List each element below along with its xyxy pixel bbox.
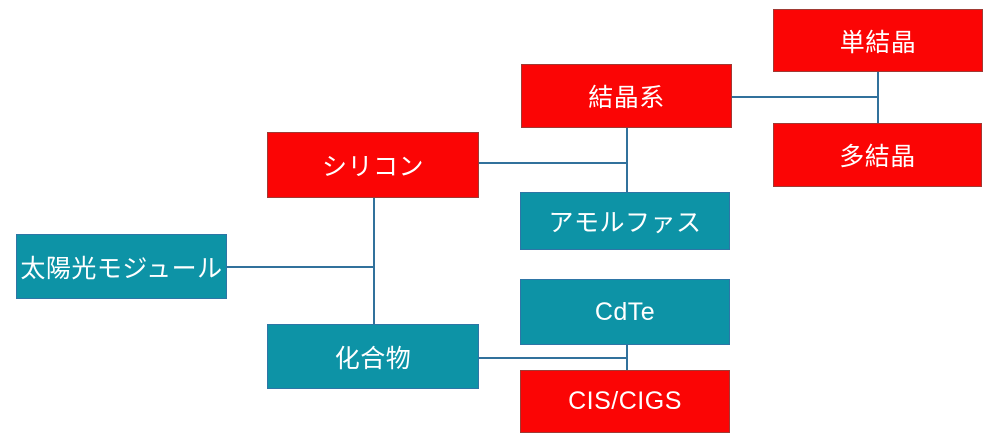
node-cis-cigs-label: CIS/CIGS [568, 387, 682, 415]
node-cdte: CdTe [520, 279, 730, 345]
node-monocrystalline: 単結晶 [773, 9, 983, 72]
node-cdte-label: CdTe [594, 297, 656, 326]
node-solar-module: 太陽光モジュール [16, 234, 227, 299]
connector-crystal-amorphous-trunk [626, 128, 628, 192]
node-monocrystalline-label: 単結晶 [839, 28, 917, 57]
connector-silicon-to-branch [479, 162, 628, 164]
connector-compound-to-branch [479, 357, 628, 359]
node-silicon: シリコン [267, 132, 479, 198]
node-compound-label: 化合物 [334, 344, 412, 373]
node-amorphous: アモルファス [520, 192, 730, 250]
connector-solar-to-branch [227, 266, 374, 268]
node-crystalline-label: 結晶系 [588, 84, 665, 112]
node-polycrystalline: 多結晶 [773, 123, 982, 187]
node-cis-cigs: CIS/CIGS [520, 370, 730, 433]
connector-crystal-to-branch [732, 96, 878, 98]
connector-silicon-compound-trunk [373, 198, 375, 324]
node-crystalline: 結晶系 [521, 64, 732, 128]
node-amorphous-label: アモルファス [548, 209, 702, 237]
connector-mono-poly-trunk [877, 72, 879, 123]
node-compound: 化合物 [267, 324, 479, 389]
node-solar-module-label: 太陽光モジュール [20, 254, 223, 283]
node-silicon-label: シリコン [321, 153, 424, 181]
connector-cdte-cis-trunk [626, 345, 628, 370]
node-polycrystalline-label: 多結晶 [839, 143, 916, 171]
